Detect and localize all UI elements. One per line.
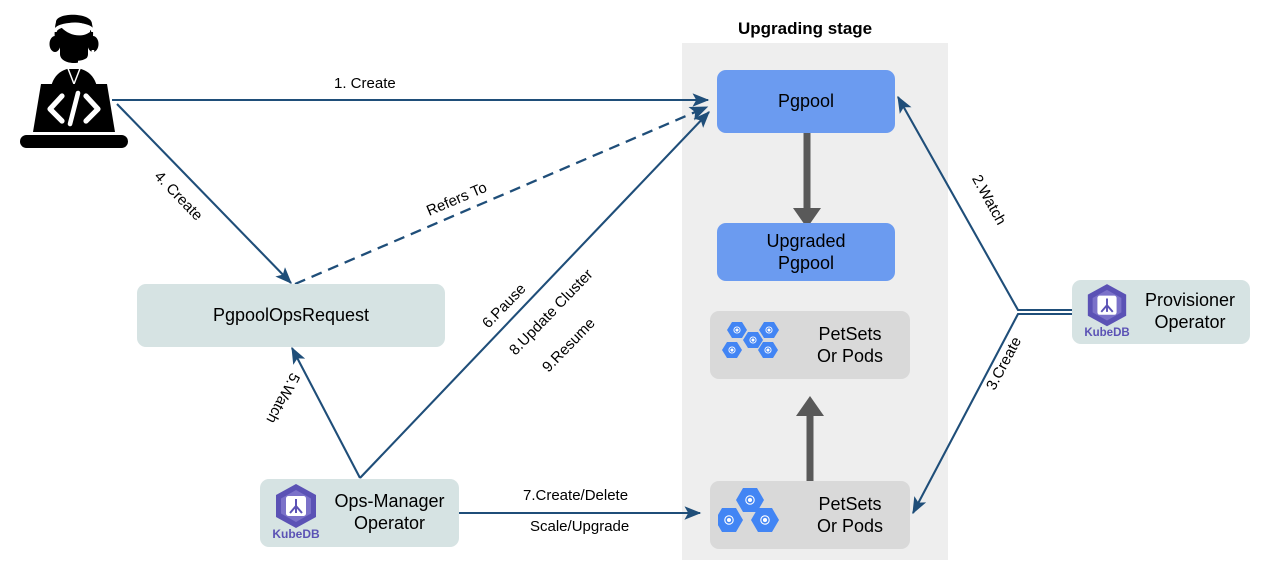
- edge-watch-5-line: [291, 346, 361, 479]
- pod-cluster-icon-bottom: [715, 484, 790, 546]
- node-ops-manager-operator-label-line1: Ops-Manager: [334, 491, 445, 512]
- node-petsets-bottom-label-line1: PetSets: [818, 493, 882, 514]
- node-petsets-top-label-line2: Or Pods: [816, 346, 884, 366]
- kubedb-logo-ops-manager: KubeDB: [272, 482, 320, 545]
- svg-text:KubeDB: KubeDB: [1084, 326, 1129, 337]
- edge-label-create-delete-7-line2: Scale/Upgrade: [530, 518, 630, 535]
- edge-pause-update-resume-line: [359, 111, 710, 479]
- node-petsets-bottom-label: PetSets Or Pods: [796, 493, 910, 538]
- node-pgpool[interactable]: Pgpool: [717, 70, 895, 133]
- node-pgpool-ops-request-label: PgpoolOpsRequest: [212, 305, 370, 325]
- edge-label-create-1: 1. Create: [334, 75, 396, 92]
- edge-watch-2-line: [897, 95, 1072, 312]
- developer-icon: [14, 14, 134, 148]
- node-petsets-bottom[interactable]: PetSets Or Pods: [710, 481, 910, 549]
- node-upgraded-pgpool-label-line1: Upgraded: [766, 230, 846, 251]
- edge-refers-to-line: [294, 105, 709, 286]
- node-upgraded-pgpool[interactable]: Upgraded Pgpool: [717, 223, 895, 281]
- node-provisioner-operator[interactable]: KubeDB Provisioner Operator: [1072, 280, 1250, 344]
- node-ops-manager-operator[interactable]: KubeDB Ops-Manager Operator: [260, 479, 459, 547]
- node-pgpool-label: Pgpool: [777, 91, 835, 112]
- node-pgpool-ops-request[interactable]: PgpoolOpsRequest: [137, 284, 445, 347]
- node-petsets-top-label: PetSets Or Pods: [796, 323, 910, 368]
- node-petsets-bottom-label-line2: Or Pods: [816, 516, 884, 536]
- upgrading-stage-title: Upgrading stage: [738, 19, 873, 38]
- node-ops-manager-operator-label: Ops-Manager Operator: [328, 491, 459, 535]
- node-provisioner-operator-label-line1: Provisioner: [1144, 290, 1236, 311]
- edge-label-create-delete-7-line1: 7.Create/Delete: [523, 487, 629, 504]
- node-provisioner-operator-label-line2: Operator: [1154, 312, 1226, 332]
- node-ops-manager-operator-label-line2: Operator: [353, 513, 426, 533]
- edge-petset-upgrade-flow-arrowhead: [796, 396, 824, 416]
- edge-upgrade-flow-arrowhead: [793, 208, 821, 228]
- svg-text:KubeDB: KubeDB: [272, 527, 320, 540]
- node-upgraded-pgpool-label-line2: Pgpool: [777, 253, 835, 273]
- edge-create-4-line: [116, 103, 292, 284]
- node-provisioner-operator-label: Provisioner Operator: [1138, 290, 1250, 334]
- developer-laptop-icon: [20, 14, 128, 148]
- node-petsets-top[interactable]: PetSets Or Pods: [710, 311, 910, 379]
- kubedb-logo-provisioner: KubeDB: [1084, 282, 1130, 343]
- node-petsets-top-label-line1: PetSets: [818, 323, 882, 344]
- pod-cluster-icon-top: [718, 316, 790, 374]
- edge-create-3-line: [912, 312, 1072, 515]
